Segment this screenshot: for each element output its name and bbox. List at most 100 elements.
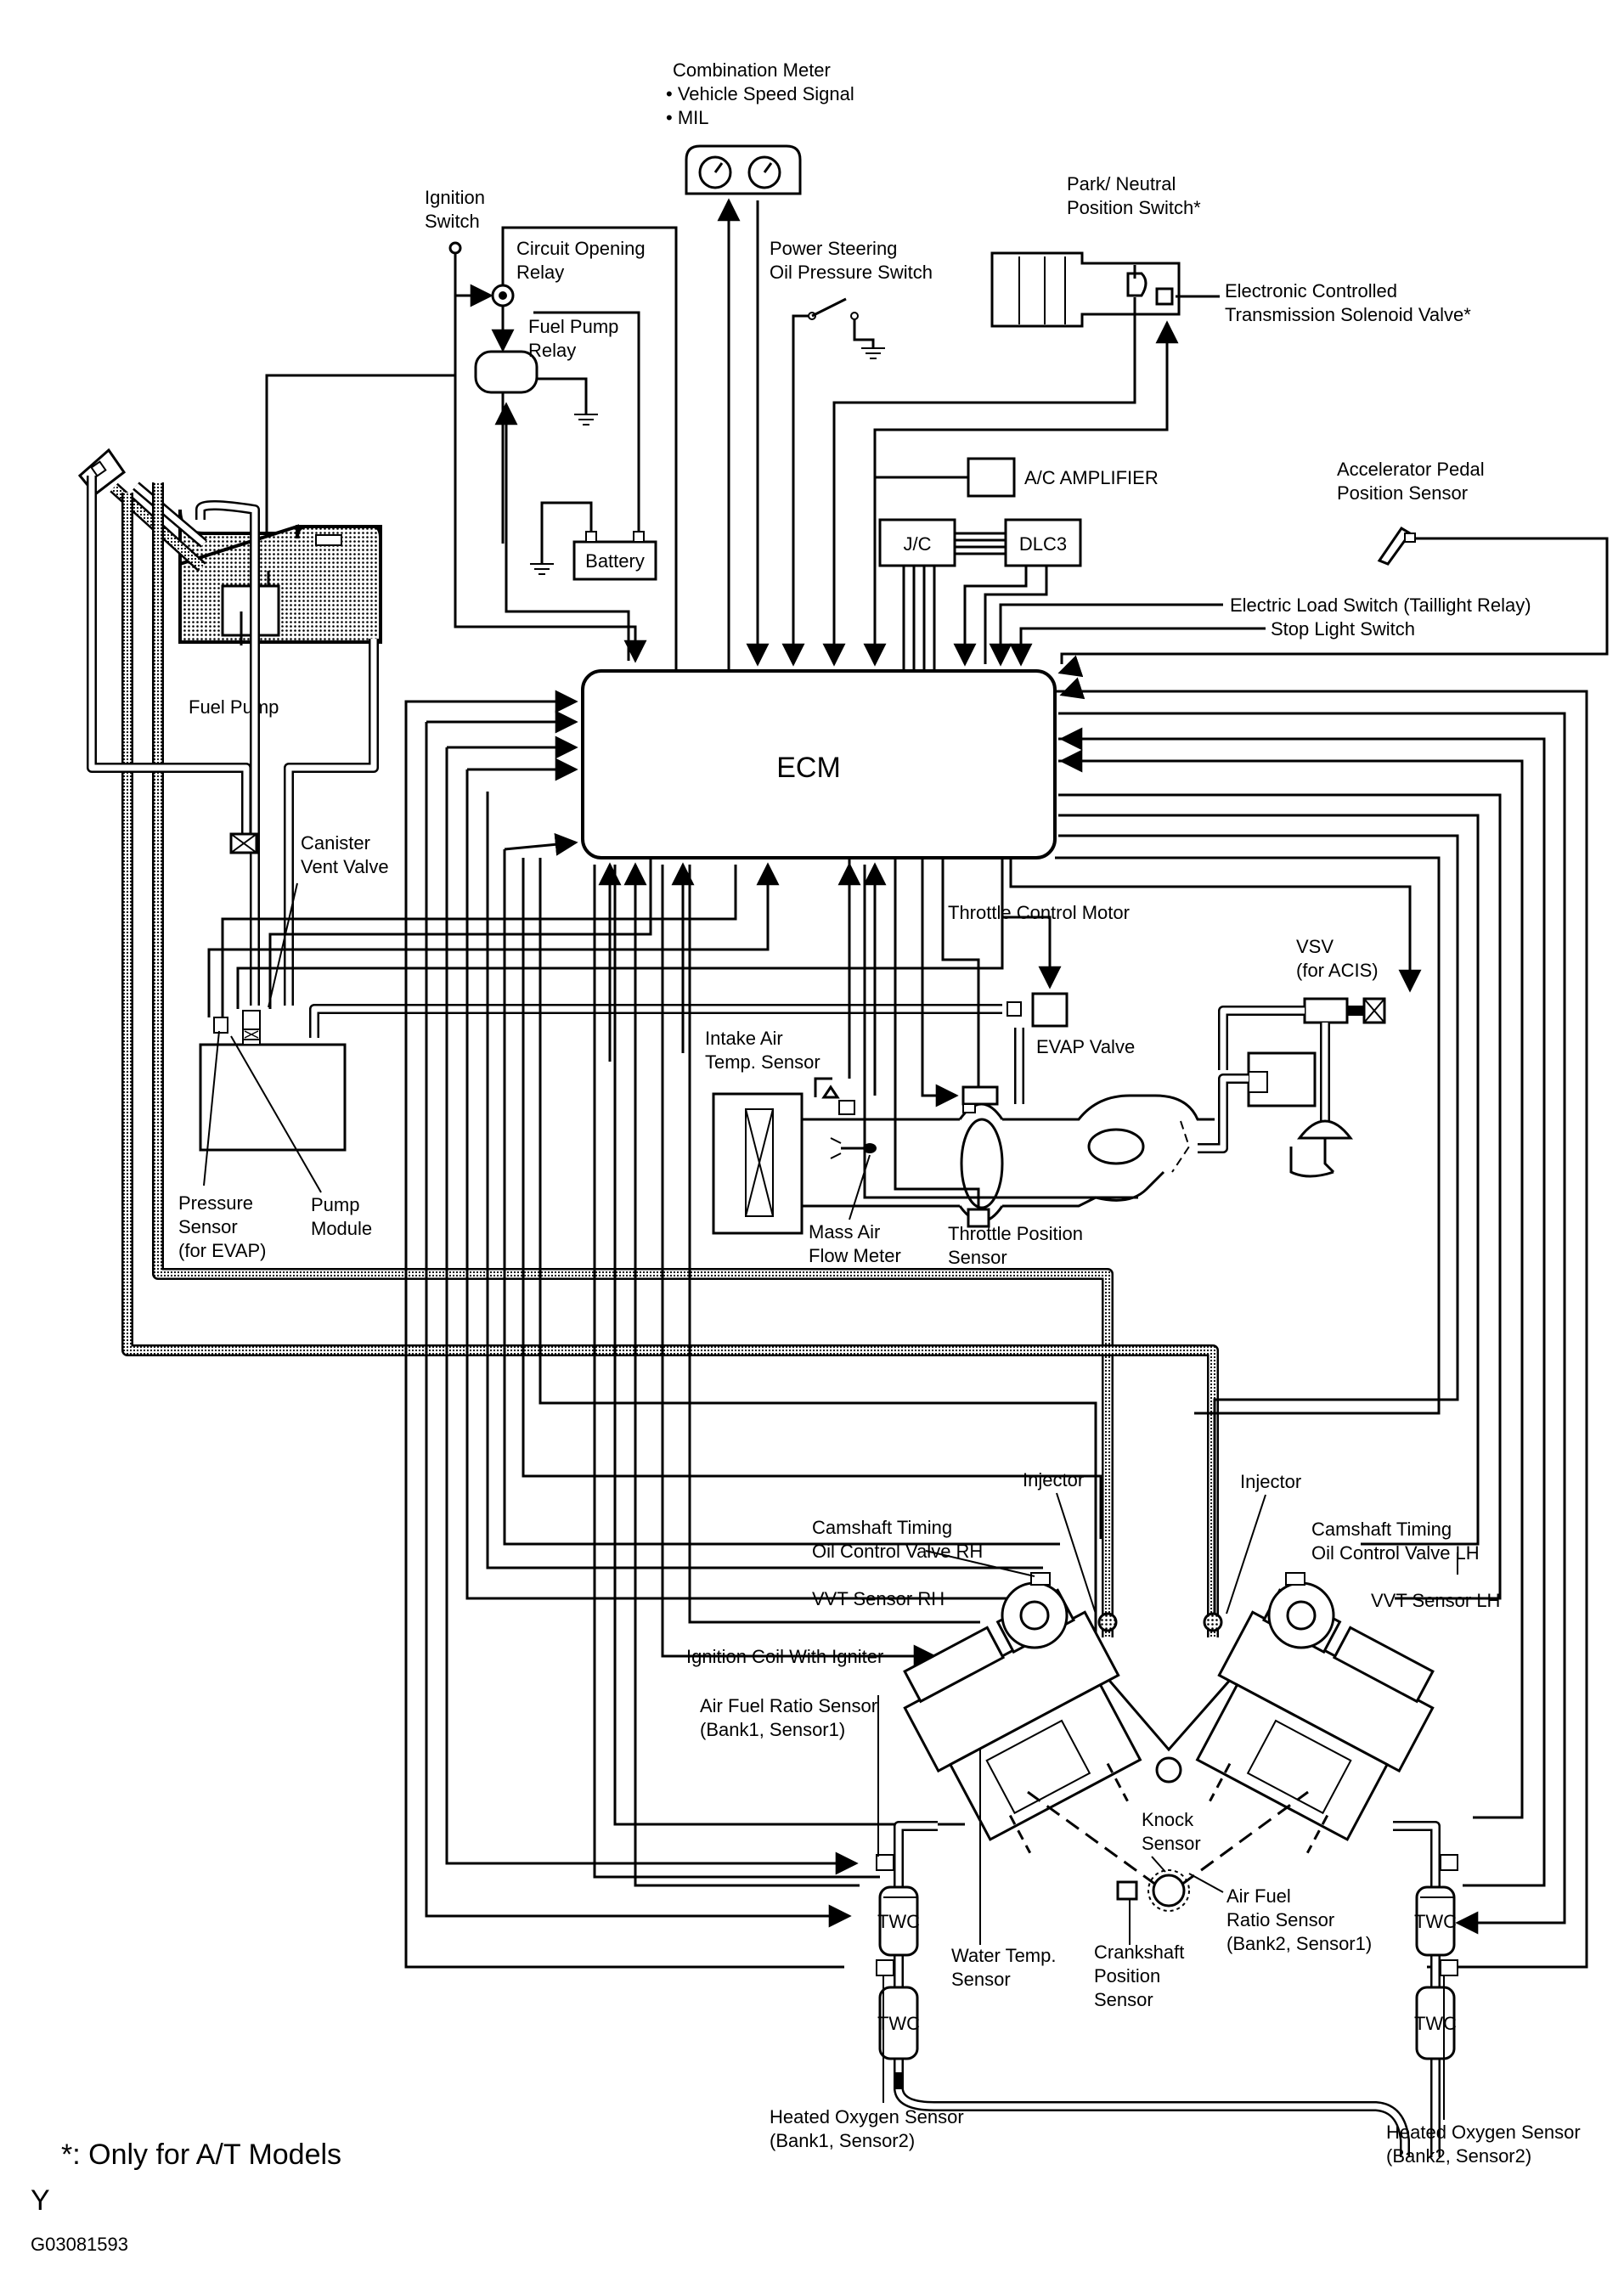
circuit-opening-relay-label-2: Relay [516,262,564,283]
knock-label-2: Sensor [1142,1833,1201,1854]
vvt-sprocket-rh [1001,1572,1069,1649]
throttle-body-icon [960,1118,1004,1209]
exhaust-system: TWC TWC TWC TWC [876,1821,1458,2157]
pressure-sensor-label-3: (for EVAP) [178,1240,267,1261]
crankshaft-sensor [1116,1869,1190,1945]
vvt-lh-label: VVT Sensor LH [1371,1590,1500,1611]
engine-labels: Injector Injector Camshaft Timing Oil Co… [686,1469,1581,2167]
twc-b2-upper [1415,1885,1456,1957]
afr-b2-label-3: (Bank2, Sensor1) [1226,1933,1372,1954]
ecm-label: ECM [776,752,841,784]
dlc3-label: DLC3 [1019,533,1067,555]
ecm-block: ECM [581,669,1057,859]
mass-air-flow-meter: Mass Air Flow Meter [809,865,901,1266]
afr-b1-label-2: (Bank1, Sensor1) [700,1719,845,1740]
solenoid-valve-icon [1155,287,1174,306]
twc-label-3: TWC [1414,1911,1457,1932]
injector-rh-label: Injector [1023,1469,1084,1491]
injector-lh-label: Injector [1240,1471,1301,1492]
canister-vent-valve: Canister Vent Valve [229,832,389,1008]
mil-label: • MIL [666,107,709,128]
cam-ocv-lh-label-2: Oil Control Valve LH [1311,1542,1480,1564]
twc-b1-upper [878,1885,919,1957]
ignition-switch-label-2: Switch [425,211,480,232]
power-steering-label-1: Power Steering [770,238,897,259]
tps-label-2: Sensor [948,1247,1007,1268]
fuel-pump-relay-label-1: Fuel Pump [528,316,618,337]
tps-label-1: Throttle Position [948,1223,1083,1244]
water-temp-label-2: Sensor [951,1969,1011,1990]
dlc3-block: DLC3 [1004,518,1082,567]
circuit-opening-relay-label-1: Circuit Opening [516,238,646,259]
battery: Battery [530,311,657,581]
twc-label-2: TWC [877,2013,920,2034]
right-harness [1055,677,1588,1969]
load-stop-switch: Electric Load Switch (Taillight Relay) S… [989,595,1531,667]
air-cleaner [712,1092,804,1235]
park-neutral-switch-icon [1126,272,1148,297]
ho2-b2-label-2: (Bank2, Sensor2) [1386,2145,1531,2167]
intake-air-temp-sensor: Intake Air Temp. Sensor [705,1028,855,1115]
power-steering-switch: Power Steering Oil Pressure Switch [770,238,933,667]
combination-meter: Combination Meter • Vehicle Speed Signal… [666,59,854,195]
fuel-filler-neck [77,448,207,572]
fuel-lines [121,482,1223,1637]
vehicle-speed-signal-label: • Vehicle Speed Signal [666,83,854,104]
park-neutral-label-1: Park/ Neutral [1067,173,1176,194]
ignition-switch: Ignition Switch [425,187,485,255]
maf-label-2: Flow Meter [809,1245,901,1266]
water-temp-label-1: Water Temp. [951,1945,1056,1966]
vvt-rh-label: VVT Sensor RH [812,1588,945,1609]
pump-module-label-2: Module [311,1218,372,1239]
ac-amplifier-label: A/C AMPLIFIER [1024,467,1159,488]
ignition-switch-label-1: Ignition [425,187,485,208]
evap-valve-label: EVAP Valve [1036,1036,1135,1057]
accelerator-pedal-sensor: Accelerator Pedal Position Sensor [1057,459,1609,678]
knock-label-1: Knock [1142,1809,1194,1830]
afr-b1-label-1: Air Fuel Ratio Sensor [700,1695,877,1716]
electric-load-switch-label: Electric Load Switch (Taillight Relay) [1230,595,1531,616]
ect-solenoid-label-2: Transmission Solenoid Valve* [1225,304,1471,325]
meter-wires [717,198,770,671]
twc-label-4: TWC [1414,2013,1457,2034]
crank-label-1: Crankshaft [1094,1941,1184,1963]
throttle-control-motor-label: Throttle Control Motor [948,902,1130,923]
stop-light-switch-label: Stop Light Switch [1271,618,1415,640]
ho2-b1-label-1: Heated Oxygen Sensor [770,2106,964,2127]
ac-amplifier: A/C AMPLIFIER [863,457,1159,667]
figure-id: G03081593 [31,2234,128,2255]
vsv-label-1: VSV [1296,936,1334,957]
fuel-pump-relay-label-2: Relay [528,340,576,361]
pump-module: Pressure Sensor (for EVAP) Pump Module [178,1010,372,1261]
circuit-opening-relay: Circuit Opening Relay [491,238,646,307]
twc-label-1: TWC [877,1911,920,1932]
vvt-sprocket-lh [1267,1572,1335,1649]
evap-wiring [207,858,1062,1017]
footer: *: Only for A/T Models Y G03081593 [31,2139,341,2255]
evap-valve: EVAP Valve [1007,992,1135,1057]
intake-air-temp-label-1: Intake Air [705,1028,783,1049]
ho2-b1-label-2: (Bank1, Sensor2) [770,2130,915,2151]
vsv-label-2: (for ACIS) [1296,960,1379,981]
fuel-pump-label: Fuel Pump [189,696,279,718]
jc-label: J/C [904,533,932,555]
crank-label-2: Position [1094,1965,1160,1987]
left-harness [404,690,1102,1969]
battery-label: Battery [585,550,645,572]
pressure-sensor-label-2: Sensor [178,1216,238,1237]
park-neutral-label-2: Position Switch* [1067,197,1201,218]
maf-label-1: Mass Air [809,1221,880,1243]
canister-vent-valve-label-2: Vent Valve [301,856,389,877]
ect-solenoid-label-1: Electronic Controlled [1225,280,1397,301]
crank-label-3: Sensor [1094,1989,1153,2010]
twc-b1-lower [878,1986,919,2060]
combination-meter-label: Combination Meter [673,59,831,81]
intake-duct [802,1094,1215,1223]
intake-air-temp-label-2: Temp. Sensor [705,1051,820,1073]
evap-hoses [87,476,1024,1104]
cam-ocv-rh-label-1: Camshaft Timing [812,1517,952,1538]
transmission: Park/ Neutral Position Switch* Electroni… [822,173,1471,667]
afr-b2-label-2: Ratio Sensor [1226,1909,1334,1930]
jc-block: J/C [878,518,956,567]
